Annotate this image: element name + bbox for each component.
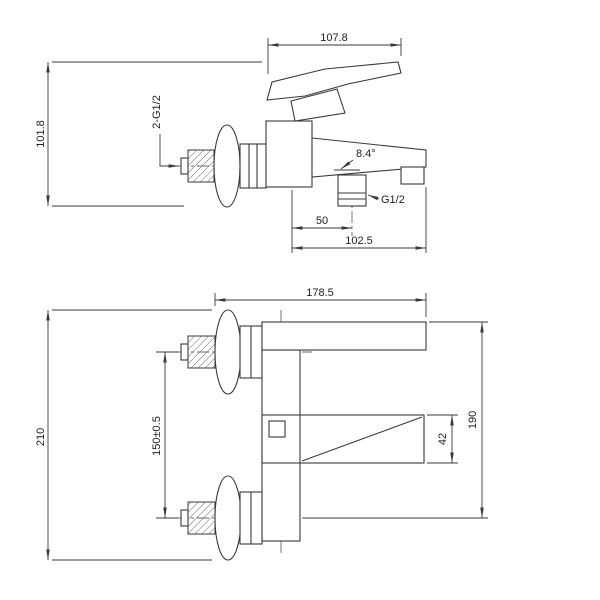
side-hose-outlet bbox=[337, 174, 367, 207]
side-pipe-end bbox=[180, 157, 189, 175]
front-lower-threaded-nipple bbox=[187, 501, 216, 535]
front-spout-block bbox=[261, 414, 425, 464]
side-spout-arm bbox=[311, 137, 427, 178]
dim-front-overall-height: 210 bbox=[35, 428, 47, 446]
wall-thread-leader bbox=[159, 134, 179, 168]
side-handle-lever bbox=[266, 61, 402, 101]
side-escutcheon bbox=[213, 124, 241, 208]
side-view bbox=[176, 61, 427, 236]
side-view-dimensions: 107.8 101.8 2-G1/2 8.4° G1/2 50 102.5 bbox=[35, 32, 427, 253]
side-threaded-nipple bbox=[187, 149, 215, 183]
front-lower-pipe-end bbox=[180, 509, 189, 527]
front-view bbox=[176, 309, 427, 561]
spout-angle-leader bbox=[340, 159, 354, 170]
front-spout-diagonal bbox=[301, 416, 423, 462]
front-upper-escutcheon bbox=[214, 309, 242, 395]
outlet-thread-leader bbox=[367, 194, 380, 201]
dim-spout-reach: 102.5 bbox=[345, 235, 373, 247]
label-wall-thread: 2-G1/2 bbox=[151, 95, 163, 129]
dim-spout-block-height: 42 bbox=[437, 433, 449, 445]
front-view-dimensions: 178.5 210 150±0.5 42 190 bbox=[35, 287, 488, 561]
dim-mount-spacing: 150±0.5 bbox=[151, 416, 163, 456]
front-top-bar bbox=[261, 321, 427, 351]
side-faucet-body bbox=[265, 120, 313, 188]
front-upper-pipe-end bbox=[180, 343, 189, 361]
dim-front-right-height: 190 bbox=[467, 411, 479, 429]
label-outlet-thread: G1/2 bbox=[381, 194, 405, 206]
dim-front-top-width: 178.5 bbox=[306, 287, 334, 299]
dim-side-top-width: 107.8 bbox=[320, 32, 348, 44]
side-connection-nut bbox=[239, 143, 267, 189]
side-aerator bbox=[400, 166, 425, 185]
front-body-detail-square bbox=[268, 420, 286, 438]
side-cartridge-dome bbox=[290, 88, 346, 122]
front-upper-threaded-nipple bbox=[187, 335, 216, 369]
front-lower-escutcheon bbox=[214, 475, 242, 561]
dim-outlet-offset: 50 bbox=[316, 215, 328, 227]
label-spout-angle: 8.4° bbox=[356, 148, 376, 160]
dim-side-left-height: 101.8 bbox=[35, 120, 47, 148]
